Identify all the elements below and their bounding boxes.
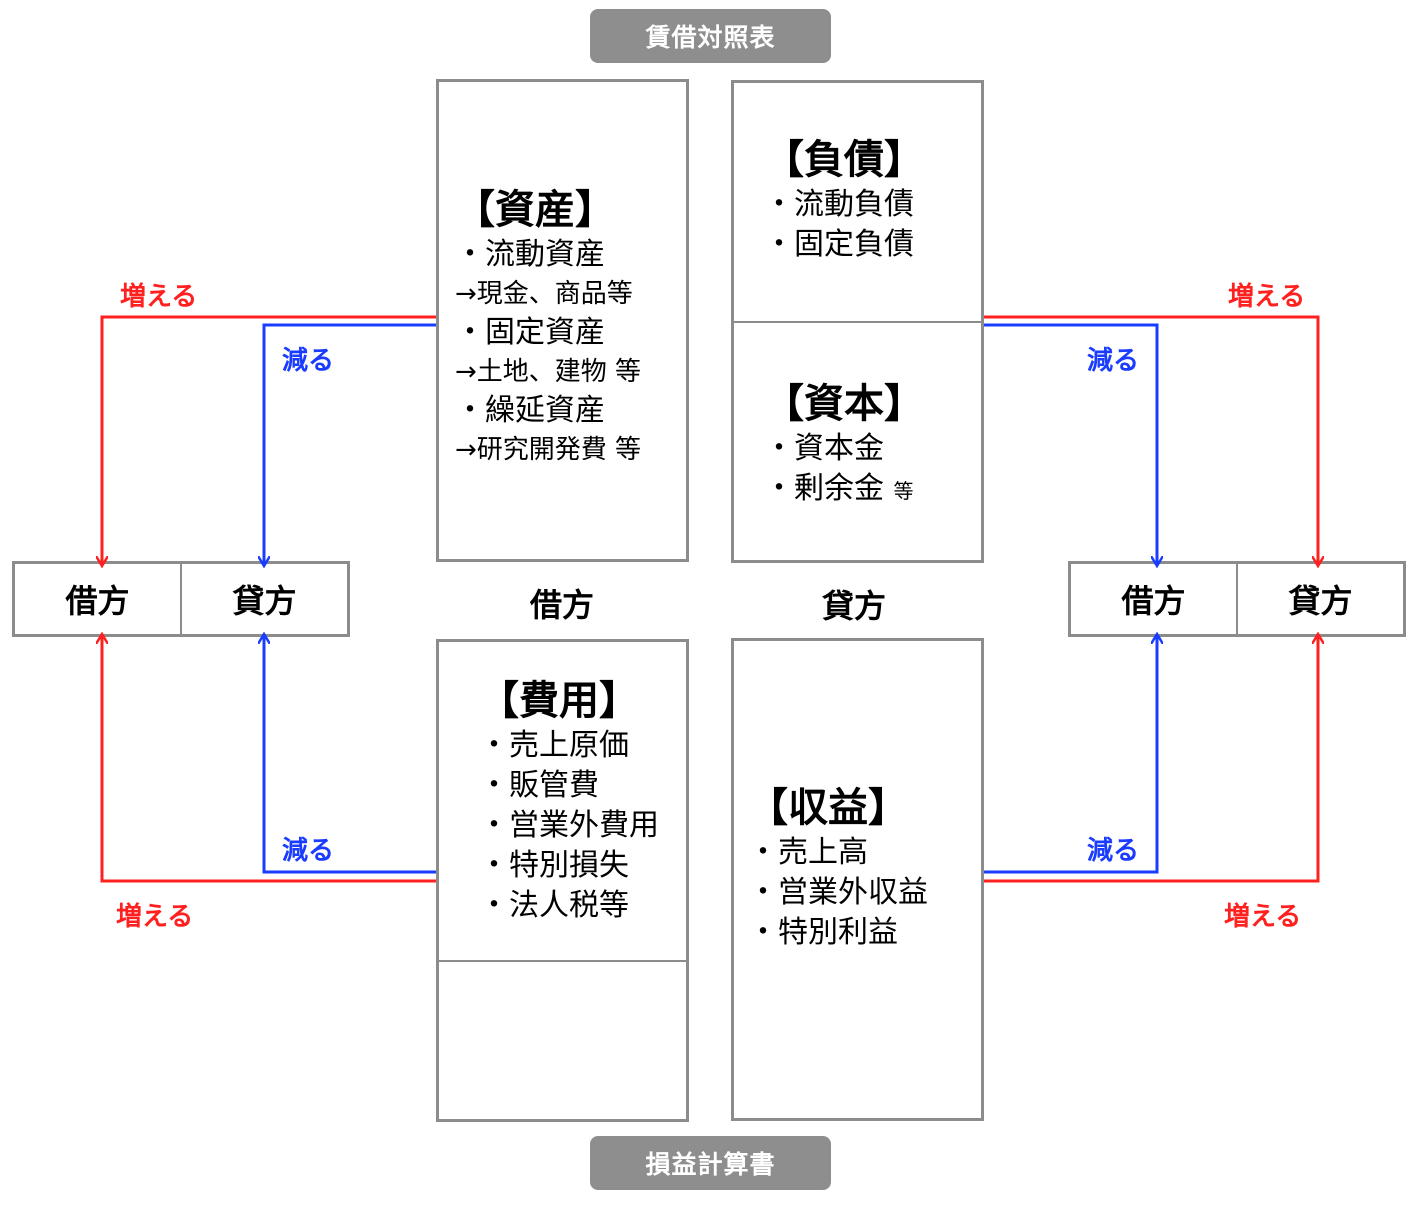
revenue-heading: 【収益】: [748, 785, 908, 831]
income-statement-title: 損益計算書: [590, 1136, 831, 1190]
increase-label: 増える: [120, 282, 198, 312]
revenue-line: ・営業外収益: [748, 875, 928, 910]
expenses-line: ・営業外費用: [479, 808, 659, 843]
capital-line: ・資本金: [764, 431, 884, 466]
liabilities-capital-box: 【負債】 ・流動負債 ・固定負債 【資本】 ・資本金 ・剰余金 等: [731, 80, 984, 563]
right-debit-cell: 借方: [1121, 582, 1186, 620]
assets-line: ・固定資産: [455, 315, 605, 350]
right-credit-cell: 貸方: [1236, 564, 1403, 634]
revenue-decrease-arrow: [984, 634, 1157, 874]
decrease-label: 減る: [282, 346, 335, 376]
assets-box: 【資産】 ・流動資産 →現金、商品等 ・固定資産 →土地、建物 等 ・繰延資産 …: [436, 79, 689, 562]
assets-line: →現金、商品等: [455, 279, 633, 309]
revenue-box: 【収益】 ・売上高 ・営業外収益 ・特別利益: [731, 638, 984, 1121]
assets-heading: 【資産】: [455, 187, 615, 233]
expenses-decrease-arrow: [264, 634, 436, 874]
capital-line: ・剰余金 等: [764, 471, 914, 506]
liabilities-increase-arrow: [984, 315, 1318, 566]
assets-increase-arrow: [102, 315, 436, 566]
assets-line: ・繰延資産: [455, 393, 605, 428]
decrease-label: 減る: [1087, 346, 1140, 376]
expenses-increase-arrow: [102, 634, 436, 883]
left-debit-cell: 借方: [65, 582, 130, 620]
revenue-increase-arrow: [984, 634, 1318, 883]
left-credit-cell: 貸方: [180, 564, 347, 634]
liabilities-capital-divider: [734, 321, 981, 323]
increase-label: 増える: [1224, 902, 1302, 932]
increase-label: 増える: [116, 902, 194, 932]
capital-heading: 【資本】: [764, 381, 924, 427]
expenses-box: 【費用】 ・売上原価 ・販管費 ・営業外費用 ・特別損失 ・法人税等: [436, 639, 689, 1122]
liabilities-heading: 【負債】: [764, 137, 924, 183]
expenses-line: ・特別損失: [479, 848, 629, 883]
liabilities-line: ・固定負債: [764, 227, 914, 262]
assets-line: ・流動資産: [455, 237, 605, 272]
revenue-line: ・特別利益: [748, 915, 898, 950]
expenses-heading: 【費用】: [479, 678, 639, 724]
right-t-account: 借方 貸方: [1068, 561, 1406, 637]
center-credit-label: 貸方: [822, 587, 887, 625]
expenses-line: ・販管費: [479, 768, 599, 803]
expenses-line: ・売上原価: [479, 728, 629, 763]
decrease-label: 減る: [282, 836, 335, 866]
capital-suffix: 等: [893, 479, 914, 503]
balance-sheet-title: 賃借対照表: [590, 9, 831, 63]
expenses-line: ・法人税等: [479, 888, 629, 923]
liabilities-line: ・流動負債: [764, 187, 914, 222]
decrease-label: 減る: [1087, 836, 1140, 866]
assets-line: →土地、建物 等: [455, 357, 642, 387]
liabilities-decrease-arrow: [984, 323, 1157, 566]
assets-decrease-arrow: [264, 323, 436, 566]
center-debit-label: 借方: [530, 586, 595, 624]
increase-label: 増える: [1228, 282, 1306, 312]
revenue-line: ・売上高: [748, 835, 868, 870]
assets-line: →研究開発費 等: [455, 435, 642, 465]
expenses-divider: [439, 960, 686, 962]
left-t-account: 借方 貸方: [12, 561, 350, 637]
